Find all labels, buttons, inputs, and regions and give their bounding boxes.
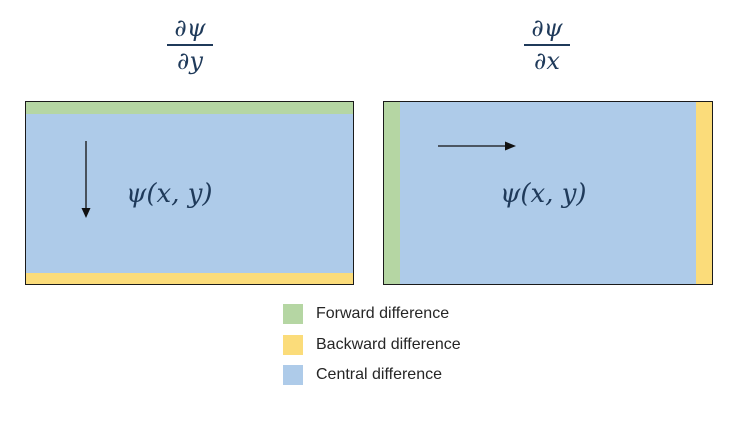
forward-difference-strip-top — [26, 102, 353, 114]
left-function-label: ψ(x, y) — [126, 179, 213, 209]
right-derivative-numerator: ∂ψ — [531, 14, 563, 42]
legend-label-forward: Forward difference — [316, 305, 450, 322]
down-arrow-icon — [81, 141, 91, 218]
left-derivative-denominator: ∂y — [177, 46, 203, 75]
left-derivative-numerator: ∂ψ — [174, 14, 206, 42]
legend-label-central: Central difference — [316, 366, 442, 383]
backward-difference-strip-bottom — [26, 273, 353, 284]
left-grid-panel: ψ(x, y) — [25, 101, 354, 285]
right-grid-panel: ψ(x, y) — [383, 101, 713, 285]
central-difference-swatch — [283, 365, 303, 385]
forward-difference-strip-left — [384, 102, 400, 284]
legend-label-backward: Backward difference — [316, 336, 461, 353]
right-arrow-icon — [438, 141, 516, 151]
right-derivative-fraction: ∂ψ ∂x — [507, 14, 587, 76]
backward-difference-swatch — [283, 335, 303, 355]
forward-difference-swatch — [283, 304, 303, 324]
left-fraction-bar — [167, 44, 213, 46]
left-derivative-fraction: ∂ψ ∂y — [150, 14, 230, 76]
right-derivative-denominator: ∂x — [534, 46, 560, 75]
right-fraction-bar — [524, 44, 570, 46]
backward-difference-strip-right — [696, 102, 712, 284]
right-function-label: ψ(x, y) — [500, 179, 587, 209]
